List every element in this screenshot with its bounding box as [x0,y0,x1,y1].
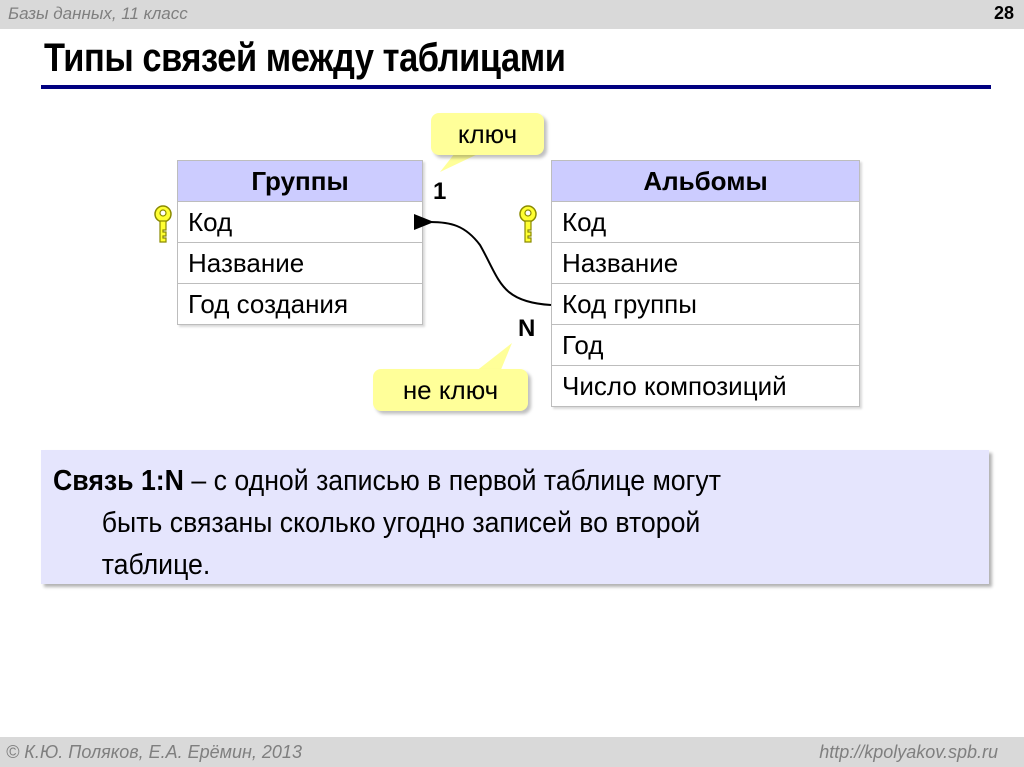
cardinality-many: N [518,315,536,342]
table-groups: Группы Код Название Год создания [177,160,423,325]
field-row: Название [551,242,860,284]
definition-line-2: быть связаны сколько угодно записей во в… [101,507,701,539]
definition-line-3: таблице. [101,549,211,581]
table-header: Альбомы [551,160,860,202]
slide-title: Типы связей между таблицами [44,36,566,80]
course-label: Базы данных, 11 класс [8,4,188,23]
page-number: 28 [993,3,1014,23]
field-row: Число композиций [551,365,860,407]
field-row: Год создания [177,283,423,325]
definition-term: Связь 1:N [53,465,184,497]
copyright: © К.Ю. Поляков, Е.А. Ерёмин, 2013 [6,742,302,762]
callout-not-key: не ключ [373,369,528,411]
definition-box: Связь 1:N – с одной записью в первой таб… [41,450,989,584]
field-row: Код [551,201,860,243]
top-bar: Базы данных, 11 класс 28 [0,0,1024,29]
table-albums: Альбомы Код Название Код группы Год Числ… [551,160,860,407]
key-icon [154,205,172,243]
field-row: Год [551,324,860,366]
callout-key: ключ [431,113,544,155]
title-underline [41,85,991,89]
field-row: Код [177,201,423,243]
definition-line-1: Связь 1:N – с одной записью в первой таб… [53,465,721,497]
key-icon [519,205,537,243]
table-header: Группы [177,160,423,202]
field-row: Название [177,242,423,284]
field-row: Код группы [551,283,860,325]
cardinality-one: 1 [433,178,447,205]
site-link[interactable]: http://kpolyakov.spb.ru [819,742,998,762]
footer-bar: © К.Ю. Поляков, Е.А. Ерёмин, 2013 http:/… [0,737,1024,767]
